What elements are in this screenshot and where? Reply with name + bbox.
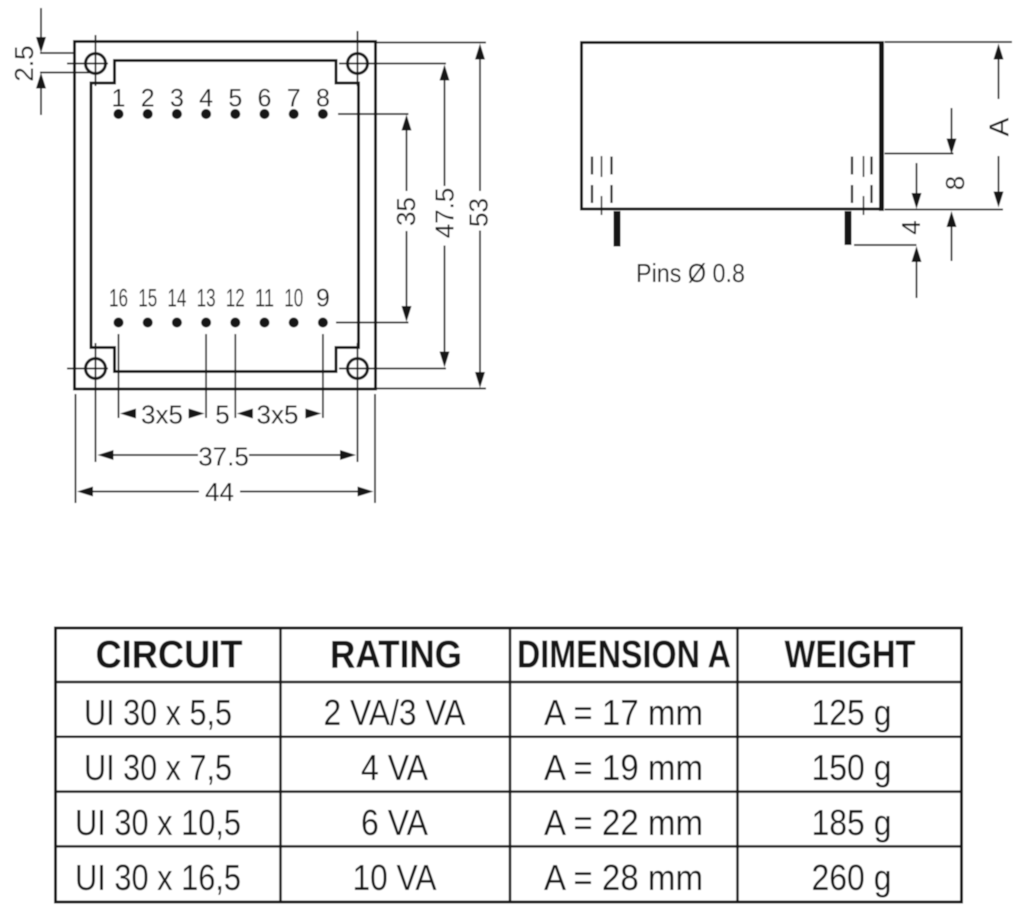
svg-text:10 VA: 10 VA	[353, 857, 437, 898]
svg-text:A = 17 mm: A = 17 mm	[544, 692, 703, 733]
svg-text:A = 19 mm: A = 19 mm	[544, 747, 703, 788]
svg-text:6: 6	[258, 85, 272, 113]
svg-text:260 g: 260 g	[812, 857, 892, 898]
svg-text:10: 10	[284, 285, 303, 313]
svg-text:6 VA: 6 VA	[361, 802, 428, 843]
svg-text:4: 4	[199, 85, 213, 113]
svg-text:2 VA/3 VA: 2 VA/3 VA	[324, 692, 466, 733]
svg-text:53: 53	[464, 198, 494, 227]
svg-text:A = 22 mm: A = 22 mm	[544, 802, 703, 843]
svg-text:35: 35	[391, 197, 421, 226]
svg-text:5: 5	[228, 85, 242, 113]
svg-text:UI 30 x 7,5: UI 30 x 7,5	[84, 747, 232, 788]
svg-text:CIRCUIT: CIRCUIT	[96, 634, 243, 677]
svg-text:7: 7	[287, 85, 301, 113]
svg-text:UI 30 x 10,5: UI 30 x 10,5	[75, 802, 241, 843]
svg-text:16: 16	[109, 285, 128, 313]
svg-text:A = 28 mm: A = 28 mm	[544, 857, 703, 898]
svg-text:125 g: 125 g	[812, 692, 892, 733]
svg-text:14: 14	[167, 285, 186, 313]
svg-text:150 g: 150 g	[812, 747, 892, 788]
svg-text:2: 2	[141, 85, 155, 113]
svg-text:44: 44	[205, 477, 234, 507]
svg-text:9: 9	[316, 285, 330, 313]
svg-text:47.5: 47.5	[430, 188, 460, 239]
svg-text:8: 8	[316, 85, 330, 113]
svg-text:WEIGHT: WEIGHT	[785, 634, 916, 677]
svg-text:Pins Ø 0.8: Pins Ø 0.8	[636, 258, 745, 288]
svg-text:DIMENSION A: DIMENSION A	[517, 634, 731, 677]
svg-text:4 VA: 4 VA	[361, 747, 428, 788]
svg-text:5: 5	[215, 400, 229, 430]
svg-text:1: 1	[112, 85, 126, 113]
svg-text:37.5: 37.5	[198, 442, 249, 472]
svg-text:11: 11	[255, 285, 274, 313]
svg-text:3x5: 3x5	[257, 400, 299, 430]
svg-text:A: A	[984, 117, 1015, 136]
svg-text:3x5: 3x5	[141, 400, 183, 430]
svg-text:12: 12	[226, 285, 245, 313]
svg-text:2.5: 2.5	[9, 45, 39, 81]
svg-text:4: 4	[896, 220, 926, 234]
svg-text:3: 3	[170, 85, 184, 113]
svg-text:185 g: 185 g	[812, 802, 892, 843]
svg-text:RATING: RATING	[330, 634, 462, 677]
svg-text:15: 15	[138, 285, 157, 313]
svg-text:UI 30 x 16,5: UI 30 x 16,5	[75, 857, 241, 898]
svg-text:13: 13	[197, 285, 216, 313]
svg-text:UI 30 x 5,5: UI 30 x 5,5	[84, 692, 232, 733]
svg-text:8: 8	[940, 176, 970, 190]
